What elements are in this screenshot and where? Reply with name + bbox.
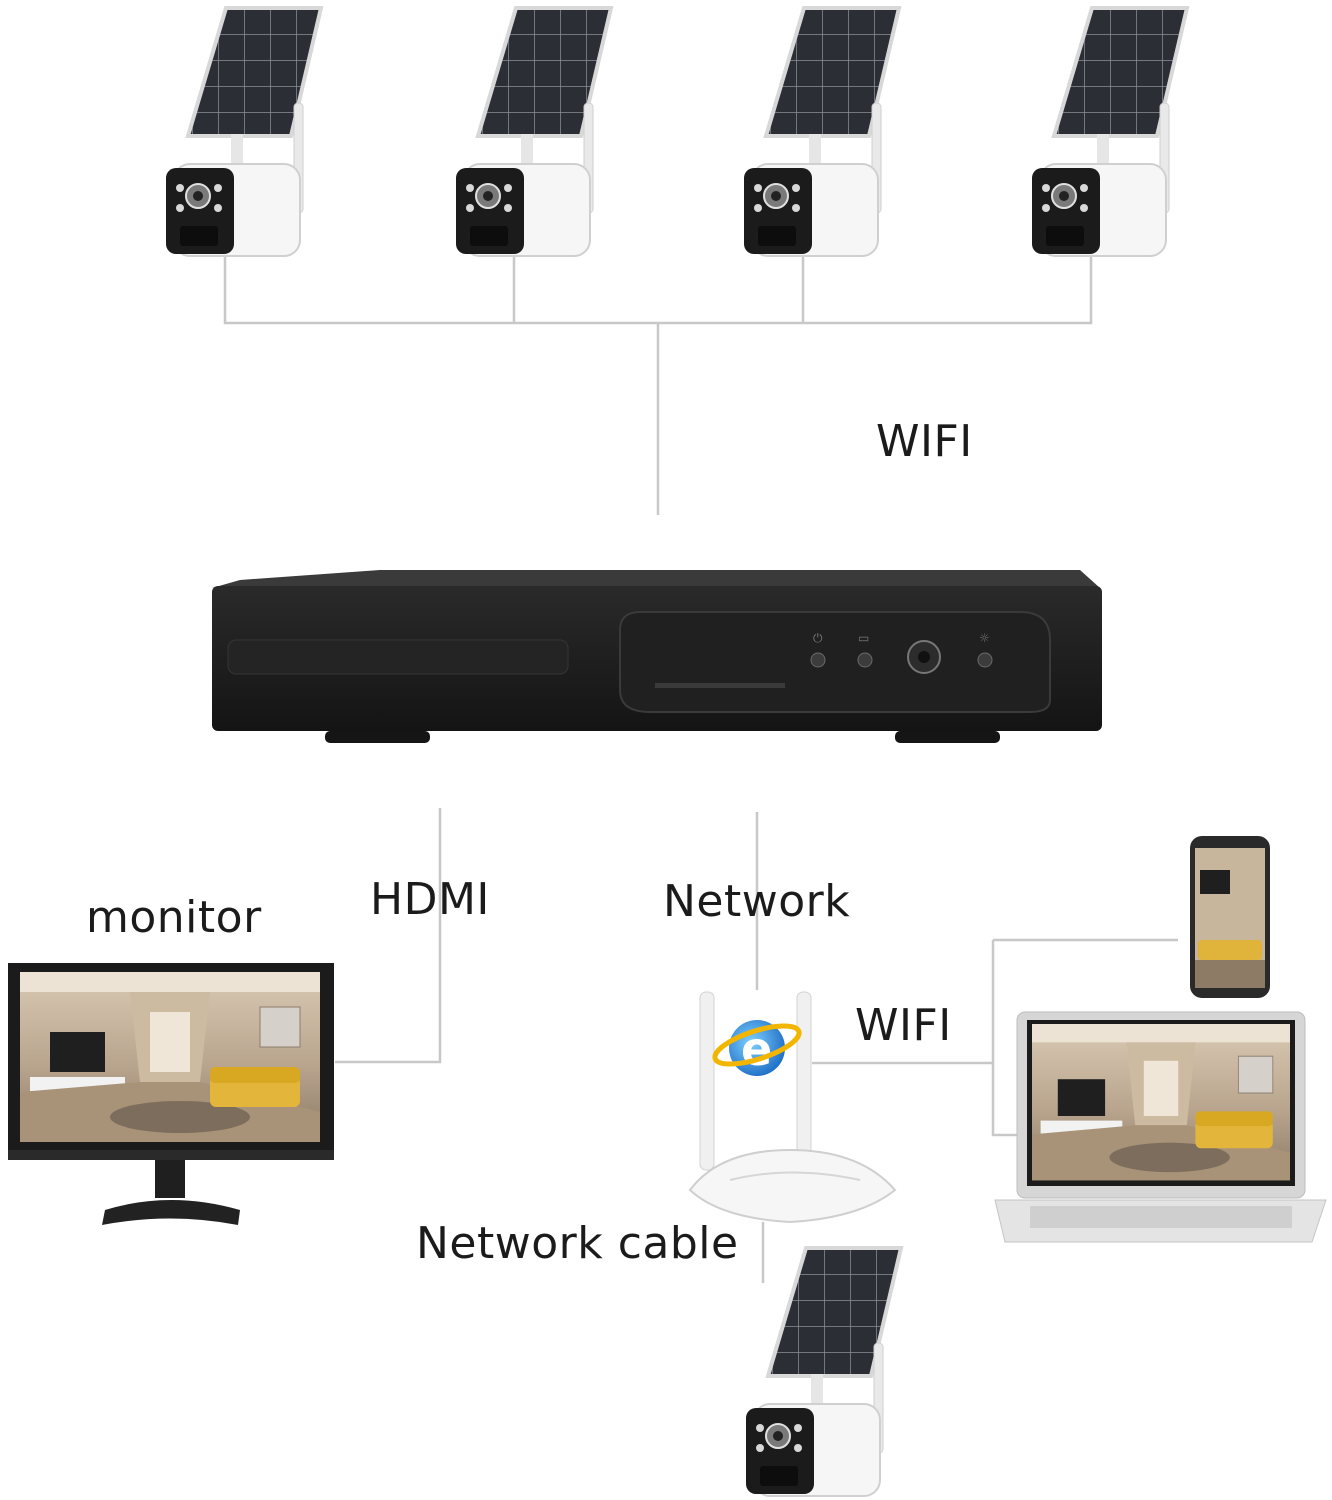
network-label: Network	[663, 876, 851, 927]
hdmi-label: HDMI	[370, 874, 490, 925]
solar-camera-2	[454, 6, 613, 258]
nvr-recorder-icon: ⏻ ▭ ☼	[212, 570, 1102, 743]
wifi-label-bottom: WIFI	[855, 1000, 952, 1051]
monitor-label: monitor	[86, 892, 262, 943]
connector-lines	[223, 250, 1178, 1283]
network-cable-label: Network cable	[416, 1218, 739, 1269]
svg-text:☼: ☼	[979, 631, 990, 645]
smartphone-icon	[1190, 836, 1270, 998]
solar-camera-1	[164, 6, 323, 258]
svg-text:▭: ▭	[858, 631, 869, 645]
wifi-router-icon	[688, 991, 897, 1224]
phone-laptop-line	[991, 938, 1178, 1137]
solar-camera-5	[744, 1246, 903, 1498]
wifi-label-top: WIFI	[876, 416, 973, 467]
hdmi-line	[335, 808, 442, 1064]
solar-camera-3	[742, 6, 901, 258]
laptop-icon	[994, 1011, 1327, 1243]
svg-text:⏻: ⏻	[813, 631, 823, 645]
monitor-icon	[8, 963, 334, 1225]
internet-explorer-icon: e	[712, 1020, 802, 1076]
solar-camera-4	[1030, 6, 1189, 258]
camera-bus-line	[223, 250, 1093, 325]
